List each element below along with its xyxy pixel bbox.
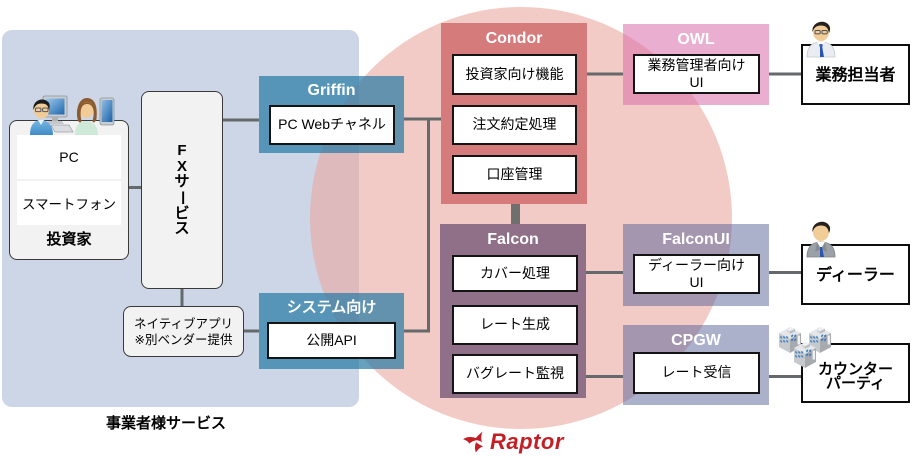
owl-title: OWL <box>677 31 715 48</box>
investor-group-label: 投資家 <box>46 231 92 248</box>
owl-item-admin-ui: 業務管理者向け UI <box>633 54 760 94</box>
griffin-item-pcweb-label: PC Webチャネル <box>278 116 386 133</box>
owl-item-admin-ui-label: 業務管理者向け UI <box>647 56 746 91</box>
falconui-item-dealer-ui: ディーラー向け UI <box>633 254 760 294</box>
falcon-item-cover-processing: カバー処理 <box>452 255 578 292</box>
cpgw-title: CPGW <box>671 332 721 349</box>
investor-group-box: PC スマートフォン 投資家 <box>9 120 129 260</box>
investor-item-pc-label: PC <box>59 149 79 165</box>
system-item-openapi: 公開API <box>267 322 396 359</box>
falcon-item-rate-generation-label: レート生成 <box>480 316 550 333</box>
falcon-title: Falcon <box>487 231 539 248</box>
person-with-desktop-computer-icon <box>30 95 74 135</box>
counterparty-label: カウンター パーティ <box>817 361 893 392</box>
falcon-item-cover-processing-label: カバー処理 <box>480 264 550 281</box>
customer-panel-label: 事業者様サービス <box>106 415 227 432</box>
condor-title: Condor <box>485 30 543 47</box>
condor-item-order-processing: 注文約定処理 <box>452 105 577 145</box>
connector-system-condor <box>404 119 430 333</box>
griffin-title: Griffin <box>307 82 356 99</box>
condor-item-account-management-label: 口座管理 <box>486 165 543 182</box>
cpgw-item-rate-reception: レート受信 <box>633 352 760 394</box>
businessman-gray-suit-icon <box>806 221 836 258</box>
operator-label: 業務担当者 <box>815 67 896 85</box>
system-group-title: システム向け <box>286 299 377 316</box>
connector-condor-falcon <box>511 204 520 224</box>
condor-item-account-management: 口座管理 <box>452 155 577 194</box>
businessman-white-shirt-icon <box>806 21 836 58</box>
raptor-logo-text: Raptor <box>490 429 564 454</box>
griffin-item-pcweb: PC Webチャネル <box>269 105 395 145</box>
condor-item-order-processing-label: 注文約定処理 <box>472 116 557 133</box>
counterparty-actor-box: カウンター パーティ <box>801 343 910 403</box>
cpgw-item-rate-reception-label: レート受信 <box>661 364 732 381</box>
office-buildings-icon <box>779 327 831 368</box>
condor-item-investor-functions-label: 投資家向け機能 <box>465 65 564 82</box>
native-app-label: ネイティブアプリ ※別ベンダー提供 <box>133 316 233 347</box>
falcon-item-bugrate-monitoring: バグレート監視 <box>452 354 578 394</box>
investor-item-smartphone: スマートフォン <box>17 181 121 225</box>
system-item-openapi-label: 公開API <box>306 331 357 348</box>
native-app-box: ネイティブアプリ ※別ベンダー提供 <box>123 306 244 357</box>
investor-item-pc: PC <box>17 135 121 179</box>
dealer-label: ディーラー <box>816 267 895 285</box>
falcon-item-bugrate-monitoring-label: バグレート監視 <box>466 365 564 382</box>
falconui-title: FalconUI <box>662 231 730 248</box>
falcon-item-rate-generation: レート生成 <box>452 305 578 345</box>
raptor-claw-icon <box>463 431 484 453</box>
investor-item-smartphone-label: スマートフォン <box>21 197 117 212</box>
person-with-tablet-icon <box>75 97 115 135</box>
raptor-logo: Raptor <box>462 429 564 455</box>
condor-item-investor-functions: 投資家向け機能 <box>452 54 577 95</box>
falconui-item-dealer-ui-label: ディーラー向け UI <box>647 256 746 291</box>
